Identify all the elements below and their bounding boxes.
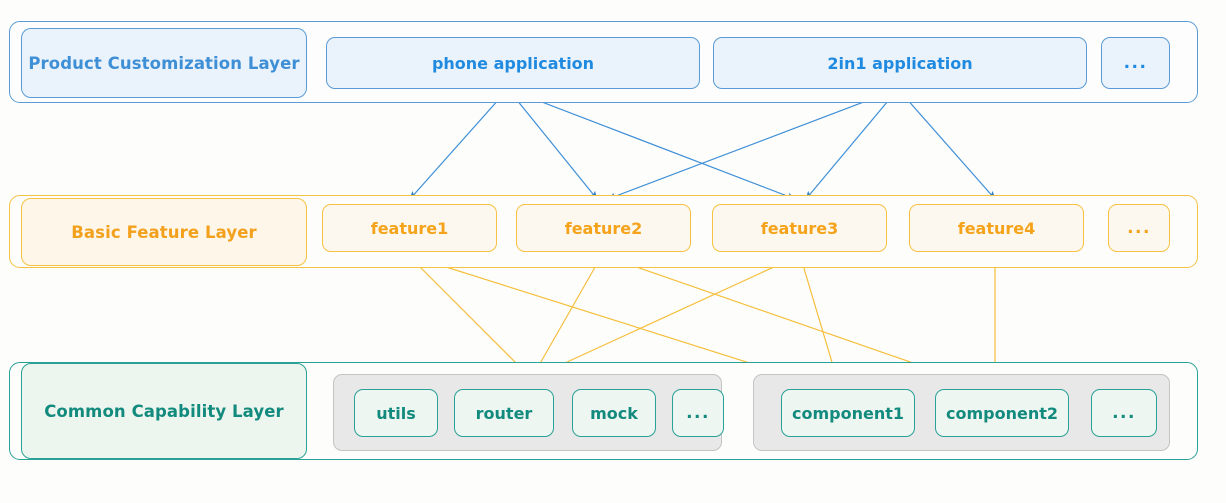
basic-feature-layer: Basic Feature Layer feature1 feature2 fe… [9, 195, 1198, 268]
node-2in1-application[interactable]: 2in1 application [713, 37, 1087, 89]
node-product-more[interactable]: ... [1101, 37, 1170, 89]
edge-phoneapp-feature1 [409, 88, 509, 200]
node-mock[interactable]: mock [572, 389, 656, 437]
edge-2in1app-feature2 [607, 88, 899, 200]
node-router[interactable]: router [454, 389, 554, 437]
node-feature2[interactable]: feature2 [516, 204, 691, 252]
common-capability-layer: Common Capability Layer utils router moc… [9, 362, 1198, 460]
node-components-more[interactable]: ... [1091, 389, 1157, 437]
node-feature3[interactable]: feature3 [712, 204, 887, 252]
node-feature4[interactable]: feature4 [909, 204, 1084, 252]
edge-2in1app-feature4 [897, 88, 996, 200]
product-customization-layer: Product Customization Layer phone applic… [9, 21, 1198, 103]
edge-feature3-utilsgroup [540, 254, 801, 375]
edge-phoneapp-feature3 [507, 88, 796, 200]
node-component1[interactable]: component1 [781, 389, 915, 437]
node-feature1[interactable]: feature1 [322, 204, 497, 252]
node-phone-application[interactable]: phone application [326, 37, 700, 89]
edge-feature2-utilsgroup [533, 254, 603, 375]
product-layer-title: Product Customization Layer [21, 28, 307, 98]
edge-phoneapp-feature2 [507, 88, 598, 200]
edge-feature1-utilsgroup [407, 254, 528, 375]
node-feature-more[interactable]: ... [1108, 204, 1170, 252]
node-component2[interactable]: component2 [935, 389, 1069, 437]
feature-layer-title: Basic Feature Layer [21, 198, 307, 266]
common-layer-title: Common Capability Layer [21, 363, 307, 459]
node-utils-more[interactable]: ... [672, 389, 724, 437]
edge-2in1app-feature3 [805, 88, 899, 200]
node-utils[interactable]: utils [354, 389, 438, 437]
